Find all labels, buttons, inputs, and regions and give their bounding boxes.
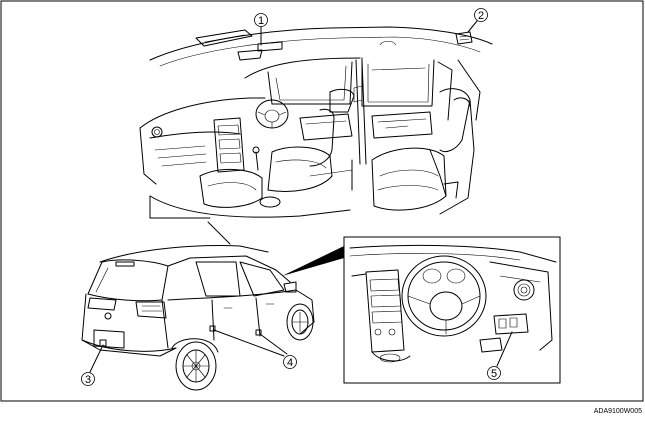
callout-1-label: 1: [258, 15, 264, 27]
inset-center-console: [365, 269, 405, 353]
front-door-window: [267, 61, 353, 105]
door-mirror: [283, 281, 297, 293]
driver-seatback: [309, 108, 335, 167]
high-mount-lamp: [115, 261, 135, 267]
seat-rail-cover: [259, 196, 281, 208]
map-lamp: [257, 41, 283, 52]
callout-5: 5: [487, 331, 513, 380]
callout-2: 2: [455, 8, 488, 45]
callout-3: 3: [81, 344, 104, 386]
callout-2-label: 2: [478, 10, 484, 22]
rear-seat-cushion: [371, 147, 447, 211]
exterior-rear-view: [81, 221, 315, 391]
inset-steering-wheel: [401, 255, 487, 337]
rear-door-window-ext: [195, 261, 241, 297]
rear-view-mirror: [237, 49, 263, 61]
front-door-trim: [299, 113, 353, 141]
front-headrest: [329, 88, 355, 113]
rear-body-lower: [81, 293, 177, 357]
side-vent: [151, 126, 163, 138]
center-console: [213, 117, 245, 173]
figure-code: ADA9100W005: [594, 408, 642, 415]
sunvisor: [195, 29, 253, 47]
floor-line: [149, 195, 351, 218]
windshield-lower-edge: [244, 57, 361, 79]
callout-4: 4: [209, 325, 297, 369]
callout-5-label: 5: [491, 368, 497, 380]
car-roof: [99, 245, 269, 263]
tail-lamp-left: [87, 297, 117, 311]
cabin-interior-view: [139, 26, 493, 219]
dashboard-top: [139, 97, 266, 129]
scuff-plate-clip-2: [255, 329, 262, 336]
figure-frame: [0, 0, 644, 402]
driver-seat-cushion: [267, 146, 333, 192]
tail-lamp-right: [135, 301, 167, 319]
dashboard-detail-inset: [343, 236, 561, 384]
roof-trim-clip: [455, 31, 473, 45]
passenger-seat-cushion: [199, 168, 263, 208]
quarter-window: [437, 61, 453, 121]
front-door-window-ext: [239, 261, 285, 297]
scuff-plate-clip-1: [209, 325, 216, 332]
rear-door-window: [361, 57, 435, 107]
view-leader-line: [207, 221, 231, 245]
inset-side-vent: [513, 279, 535, 301]
inset-frame: [343, 236, 561, 384]
front-wheel: [286, 303, 314, 341]
callout-1: 1: [254, 13, 268, 46]
rear-emblem: [104, 312, 112, 320]
callout-3-label: 3: [85, 374, 91, 386]
switch-panel: [493, 313, 529, 335]
rear-door-trim: [371, 111, 433, 139]
callout-4-label: 4: [287, 357, 293, 369]
rear-seatback: [439, 88, 471, 153]
license-plate: [93, 329, 125, 349]
rear-wheel: [175, 341, 217, 391]
detail-pointer: [282, 246, 344, 276]
roof-line: [149, 26, 493, 61]
